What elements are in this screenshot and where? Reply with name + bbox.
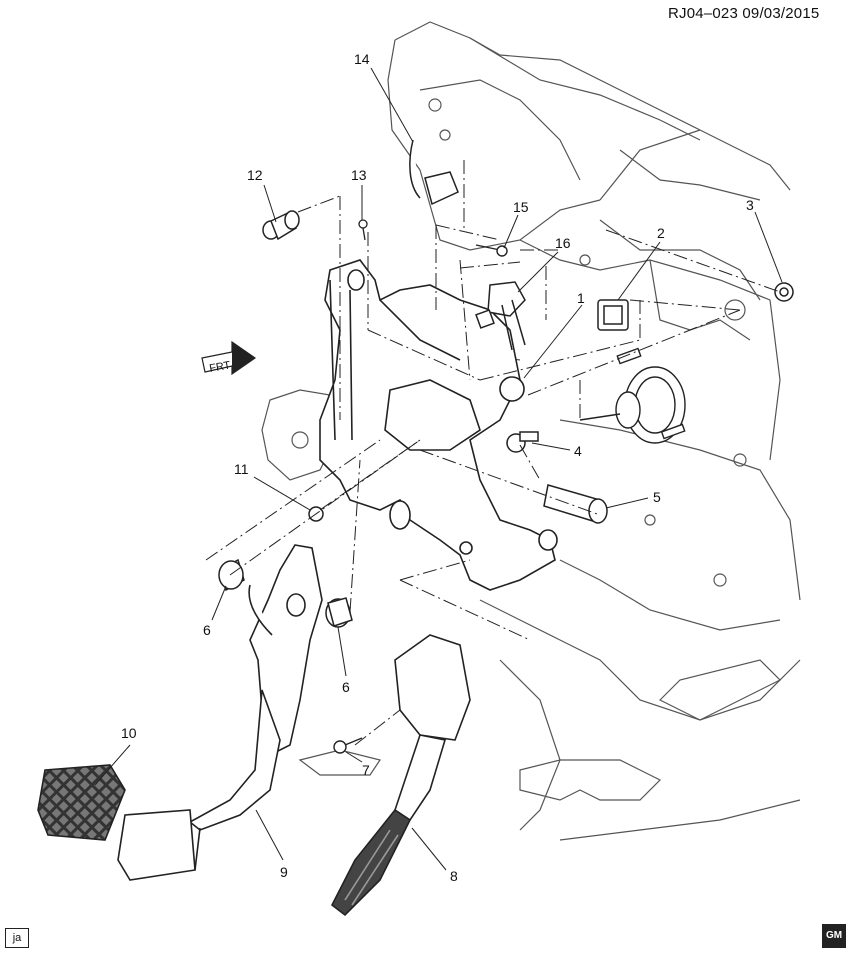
callout-7: 7 bbox=[362, 762, 370, 778]
diagram-code: RJ04–023 09/03/2015 bbox=[668, 5, 820, 22]
sensor-part-16 bbox=[475, 281, 526, 351]
bushing-part-6-left bbox=[218, 558, 245, 592]
callout-12: 12 bbox=[247, 167, 263, 183]
sleeve-part-5 bbox=[543, 484, 608, 524]
callout-labels: 1 2 3 4 5 6 6 7 8 9 10 11 12 13 14 15 16 bbox=[121, 51, 754, 884]
front-direction-label: FRT bbox=[208, 359, 231, 375]
front-direction-arrow-icon: FRT bbox=[201, 340, 257, 376]
brake-booster-pushrod bbox=[579, 347, 686, 444]
bolt-part-4 bbox=[506, 431, 539, 453]
callout-3: 3 bbox=[746, 197, 754, 213]
callout-2: 2 bbox=[657, 225, 665, 241]
leader-lines bbox=[94, 67, 783, 871]
callout-9: 9 bbox=[280, 864, 288, 880]
callout-15: 15 bbox=[513, 199, 529, 215]
nut-part-3 bbox=[774, 282, 794, 302]
pedal-pad-part-10 bbox=[37, 764, 126, 841]
callout-6-left: 6 bbox=[203, 622, 211, 638]
callout-8: 8 bbox=[450, 868, 458, 884]
callout-5: 5 bbox=[653, 489, 661, 505]
callout-1: 1 bbox=[577, 290, 585, 306]
bolt-part-15 bbox=[475, 244, 508, 257]
bushing-part-6-right bbox=[325, 597, 353, 628]
callout-13: 13 bbox=[351, 167, 367, 183]
bolt-part-13 bbox=[358, 219, 368, 241]
pedal-bracket bbox=[319, 259, 558, 591]
alignment-lines bbox=[205, 160, 781, 746]
clip-part-2 bbox=[597, 299, 629, 331]
gm-logo: GM bbox=[822, 924, 846, 948]
callout-14: 14 bbox=[354, 51, 370, 67]
callout-4: 4 bbox=[574, 443, 582, 459]
switch-part-14 bbox=[409, 139, 459, 206]
bolt-part-7 bbox=[333, 737, 363, 754]
bushing-part-12 bbox=[262, 210, 300, 241]
language-tag: ja bbox=[5, 928, 29, 948]
callout-16: 16 bbox=[555, 235, 571, 251]
callout-6-right: 6 bbox=[342, 679, 350, 695]
callout-11: 11 bbox=[234, 461, 249, 477]
callout-10: 10 bbox=[121, 725, 137, 741]
pedal-arm-part-9 bbox=[117, 544, 323, 881]
accelerator-pedal-part-8 bbox=[330, 634, 471, 917]
